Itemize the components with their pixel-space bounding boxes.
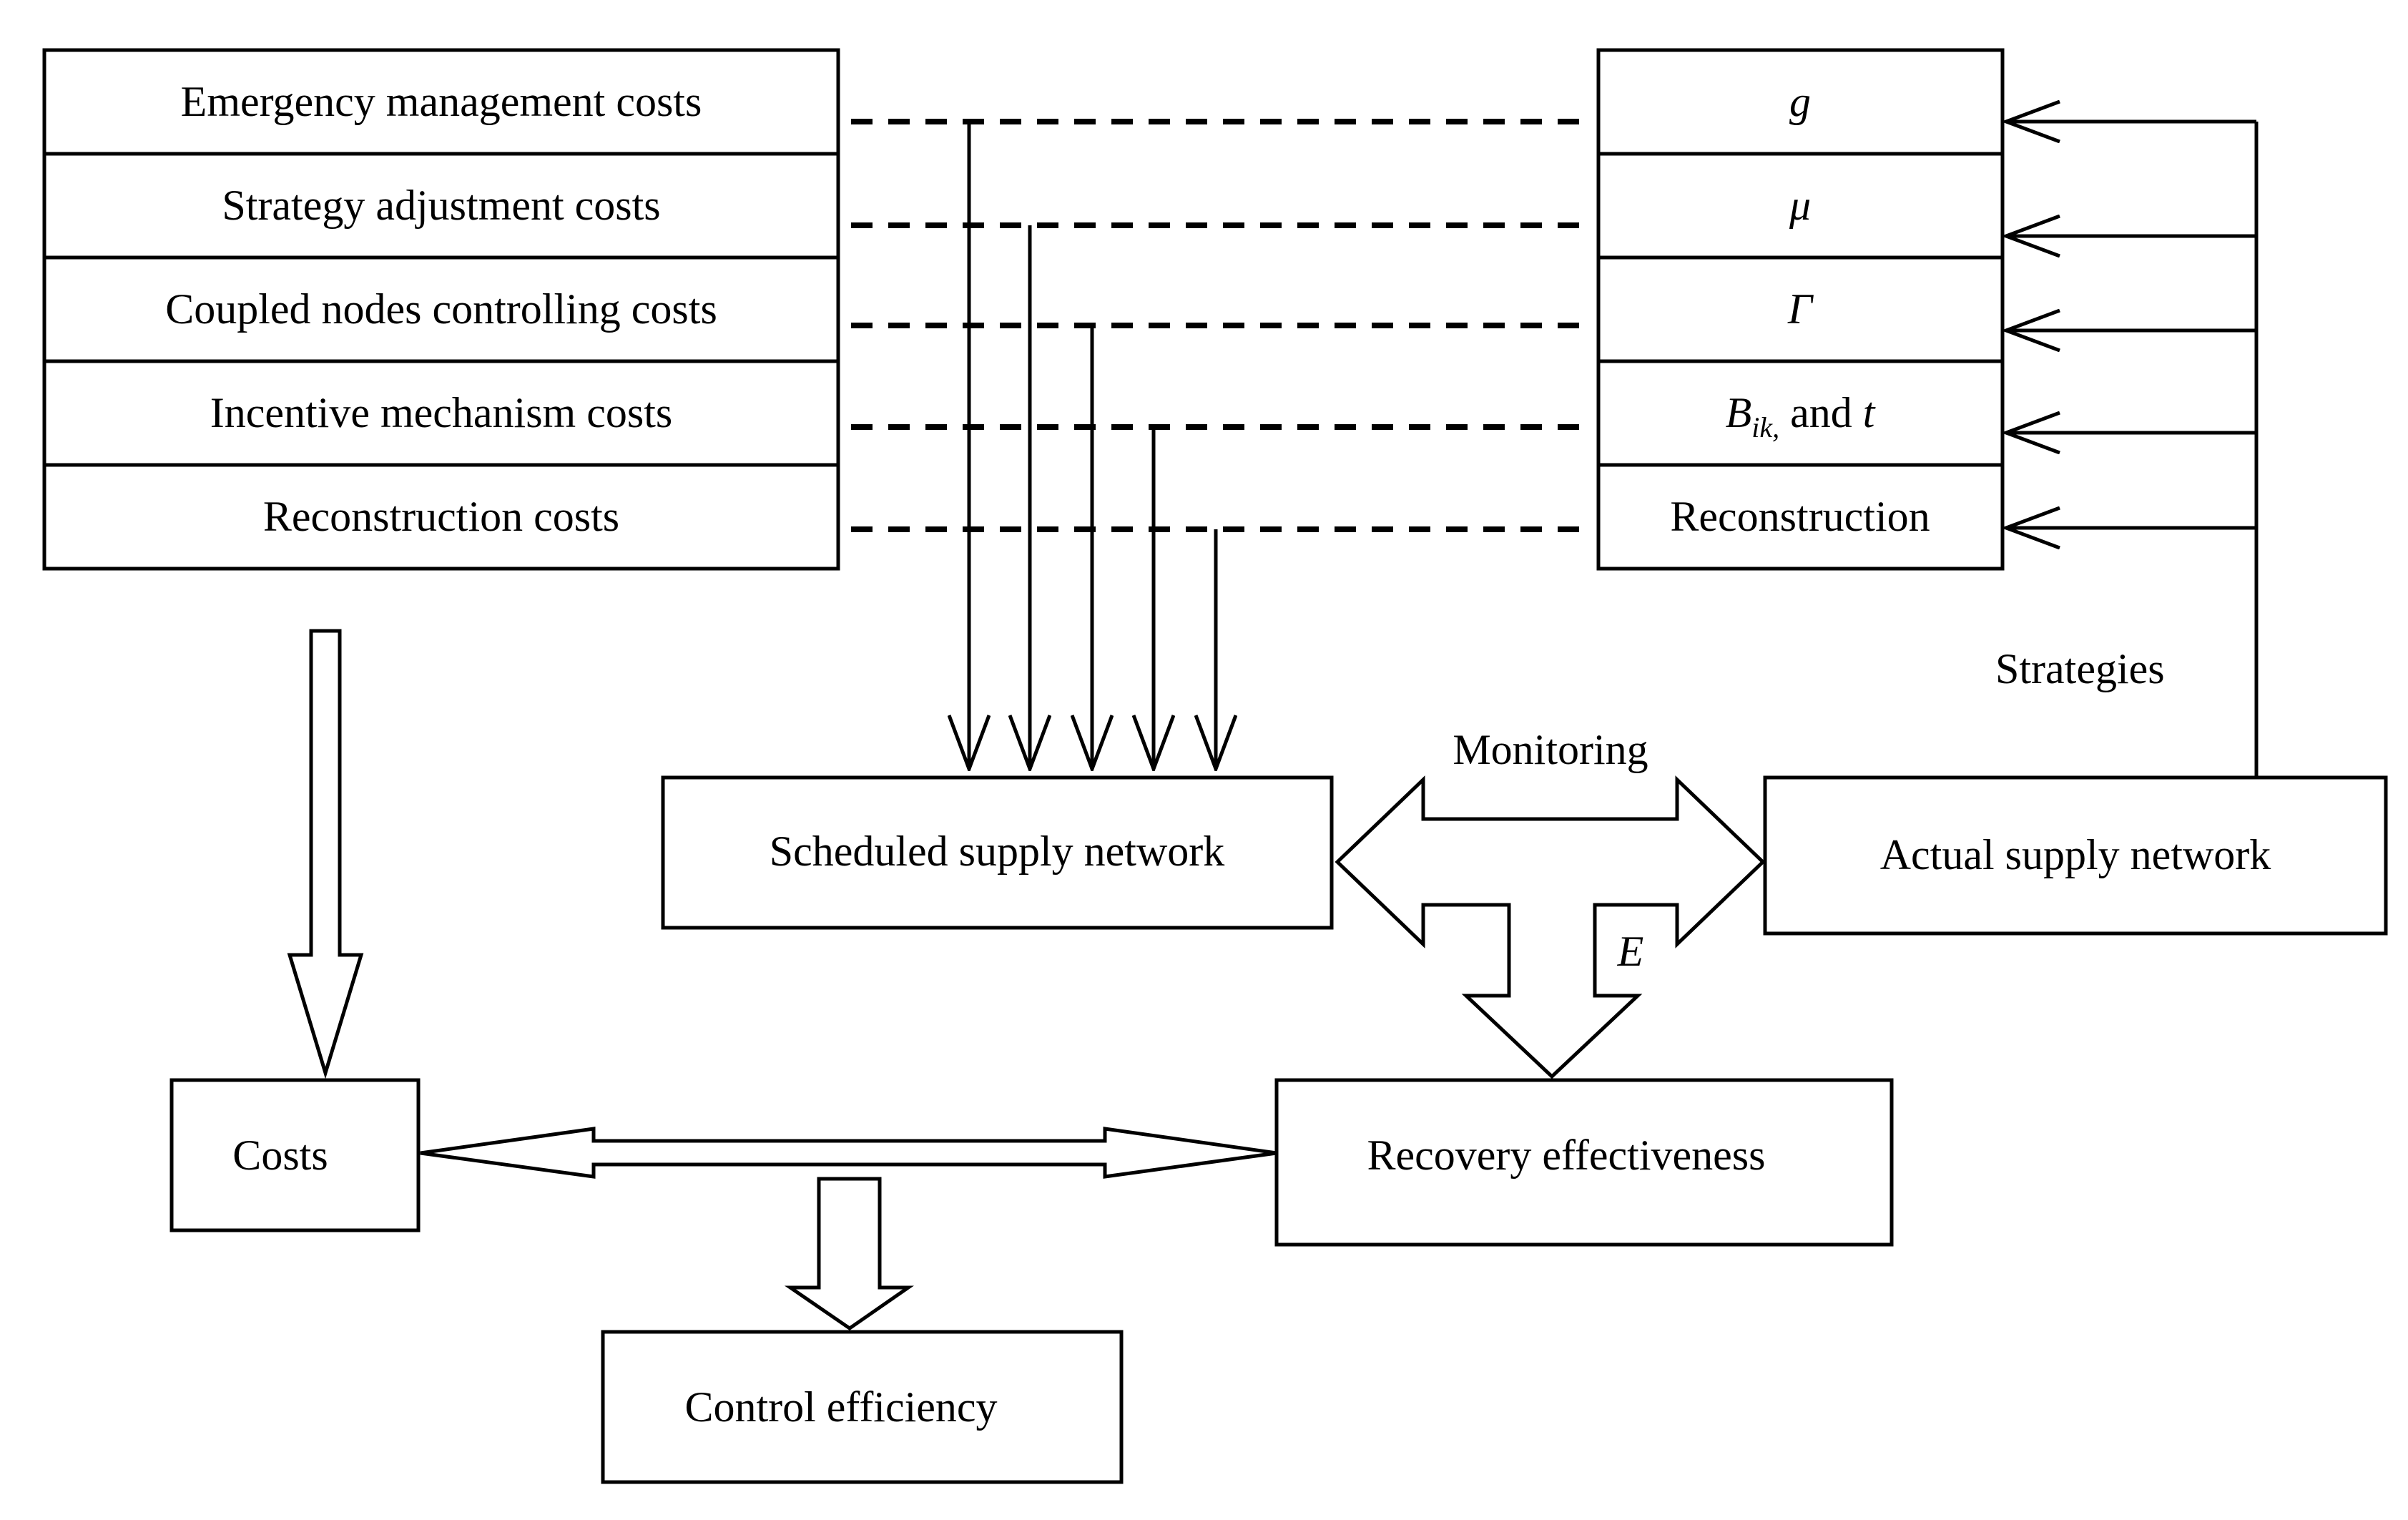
param-g: g xyxy=(1789,78,1811,125)
recovery-box xyxy=(1274,1078,1894,1247)
node-scheduled-supply-network: Scheduled supply network xyxy=(661,775,1334,930)
to-control-efficiency-arrow xyxy=(784,1177,914,1331)
parameter-table: g μ Γ Bik, and t Reconstruction xyxy=(1596,48,2005,571)
param-mu: μ xyxy=(1789,182,1811,229)
costs-label: Costs xyxy=(232,1132,328,1179)
node-control-efficiency: Control efficiency xyxy=(601,1330,1124,1484)
strategy-feedback: Strategies xyxy=(1995,122,2259,776)
cost-item-coupled: Coupled nodes controlling costs xyxy=(165,285,717,333)
param-b-subscript: ik, xyxy=(1751,411,1779,443)
recovery-label: Recovery effectiveness xyxy=(1367,1132,1766,1179)
node-costs: Costs xyxy=(169,1078,421,1232)
control-box xyxy=(601,1330,1124,1484)
control-label: Control efficiency xyxy=(684,1383,997,1431)
param-b-suffix: and xyxy=(1779,389,1863,436)
param-b-and-t: Bik, and t xyxy=(1726,389,1876,443)
dashed-connectors xyxy=(851,119,1591,532)
cost-item-emergency: Emergency management costs xyxy=(181,78,702,125)
cost-table-frame xyxy=(42,48,840,571)
node-recovery-effectiveness: Recovery effectiveness xyxy=(1274,1078,1894,1247)
down-arrows xyxy=(969,122,1216,769)
param-gamma: Γ xyxy=(1787,285,1814,333)
scheduled-label: Scheduled supply network xyxy=(770,828,1225,875)
cost-table-to-costs-arrow xyxy=(287,629,364,1079)
param-reconstruction: Reconstruction xyxy=(1670,493,1930,540)
cost-item-strategy: Strategy adjustment costs xyxy=(222,182,660,229)
node-actual-supply-network: Actual supply network xyxy=(1763,775,2388,936)
costs-box xyxy=(169,1078,421,1232)
param-t: t xyxy=(1863,389,1876,436)
actual-label: Actual supply network xyxy=(1880,831,2271,878)
actual-box xyxy=(1763,775,2388,936)
strategies-label: Strategies xyxy=(1995,645,2165,692)
scheduled-box xyxy=(661,775,1334,930)
param-b-main: B xyxy=(1726,389,1752,436)
parameter-table-frame xyxy=(1596,48,2005,571)
cost-item-reconstruction: Reconstruction costs xyxy=(263,493,619,540)
monitoring-arrow xyxy=(1335,775,1766,1079)
cost-table: Emergency management costs Strategy adju… xyxy=(42,48,840,571)
monitoring-label: Monitoring xyxy=(1453,726,1648,773)
cost-item-incentive: Incentive mechanism costs xyxy=(210,389,672,436)
e-label: E xyxy=(1617,928,1644,975)
costs-recovery-arrow xyxy=(420,1127,1277,1179)
